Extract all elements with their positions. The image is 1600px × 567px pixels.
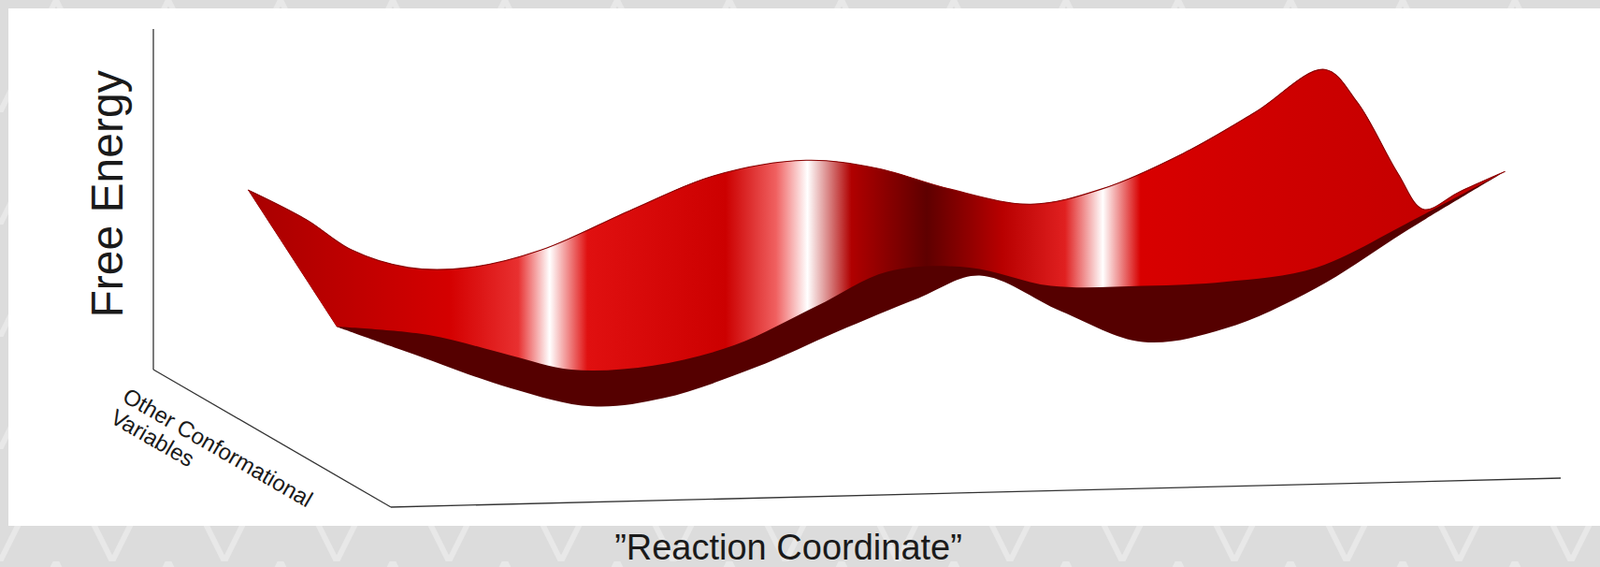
surface-top bbox=[247, 69, 1505, 371]
axis-title: ”Reaction Coordinate” bbox=[614, 528, 963, 567]
axes bbox=[153, 28, 1561, 507]
surface-underside bbox=[247, 69, 1505, 406]
axis-title: Free Energy bbox=[83, 70, 133, 318]
surface-edge bbox=[247, 69, 1505, 270]
surface bbox=[247, 69, 1505, 406]
plot-panel bbox=[8, 8, 1600, 526]
